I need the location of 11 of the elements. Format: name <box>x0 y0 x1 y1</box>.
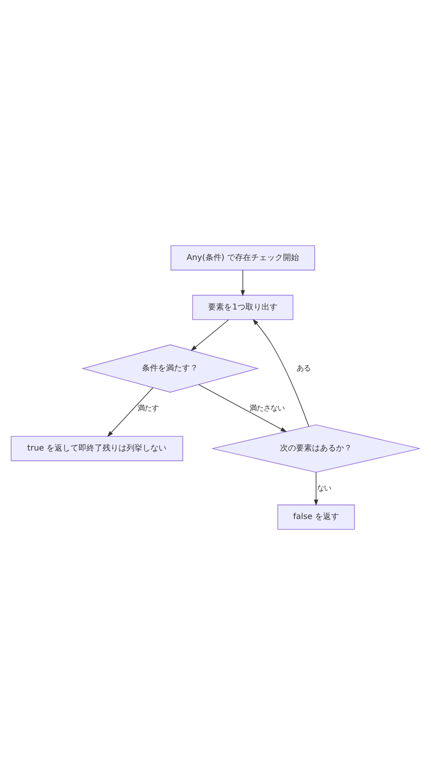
node-box: Any(条件) で存在チェック開始 <box>170 244 316 270</box>
node-box: 要素を1つ取り出す <box>192 294 294 320</box>
arrow <box>198 384 287 432</box>
arrow <box>314 472 318 506</box>
node-box: false を返す <box>277 504 355 530</box>
arrow <box>190 318 229 350</box>
arrow <box>252 318 310 426</box>
arrow <box>107 386 154 436</box>
node-diamond: 次の要素はあるか？ <box>212 424 420 472</box>
arrow <box>240 269 245 296</box>
node-box: true を返して即終了残りは列挙しない <box>10 436 184 461</box>
